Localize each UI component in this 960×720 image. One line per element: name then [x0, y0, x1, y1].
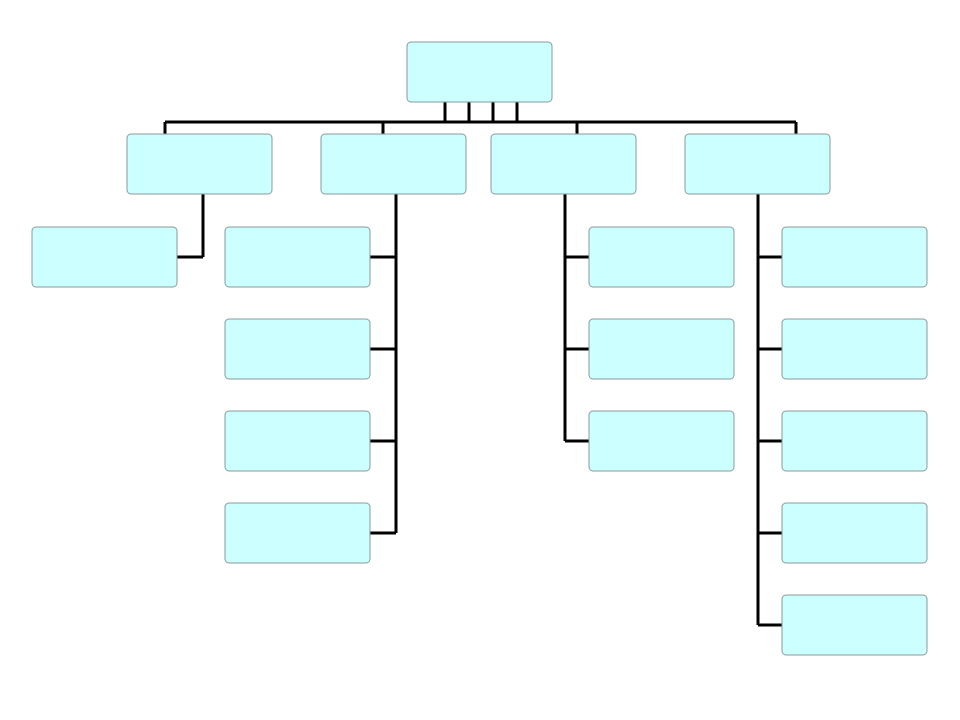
branch-2-child-node-2	[224, 318, 371, 380]
branch-4-child-node-5-box	[781, 594, 928, 656]
branch-3-child-node-2-box	[588, 318, 735, 380]
root-node-box	[406, 41, 553, 103]
branch-2-child-node-3-box	[224, 410, 371, 472]
branch-4-child-node-1	[781, 226, 928, 288]
branch-node-3-box	[490, 133, 637, 195]
branch-node-3	[490, 133, 637, 195]
branch-node-4	[684, 133, 831, 195]
branch-2-child-node-2-box	[224, 318, 371, 380]
branch-2-child-node-4-box	[224, 502, 371, 564]
connector-layer	[163, 102, 798, 627]
branch-4-child-node-3-box	[781, 410, 928, 472]
root-node	[406, 41, 553, 103]
branch-4-child-node-5	[781, 594, 928, 656]
branch-3-child-node-1	[588, 226, 735, 288]
branch-2-child-node-1-box	[224, 226, 371, 288]
branch-node-2-box	[320, 133, 467, 195]
branch-4-child-node-2-box	[781, 318, 928, 380]
branch-1-child-node-1	[31, 226, 178, 288]
branch-4-child-node-3	[781, 410, 928, 472]
branch-3-child-node-2	[588, 318, 735, 380]
branch-3-child-node-3	[588, 410, 735, 472]
branch-4-child-node-4	[781, 502, 928, 564]
branch-node-1	[126, 133, 273, 195]
branch-1-child-node-1-box	[31, 226, 178, 288]
branch-node-1-box	[126, 133, 273, 195]
branch-3-child-node-3-box	[588, 410, 735, 472]
branch-3-child-node-1-box	[588, 226, 735, 288]
branch-4-child-node-4-box	[781, 502, 928, 564]
branch-node-2	[320, 133, 467, 195]
node-layer	[31, 41, 928, 656]
branch-node-4-box	[684, 133, 831, 195]
branch-2-child-node-4	[224, 502, 371, 564]
branch-2-child-node-1	[224, 226, 371, 288]
branch-2-child-node-3	[224, 410, 371, 472]
branch-4-child-node-1-box	[781, 226, 928, 288]
branch-4-child-node-2	[781, 318, 928, 380]
